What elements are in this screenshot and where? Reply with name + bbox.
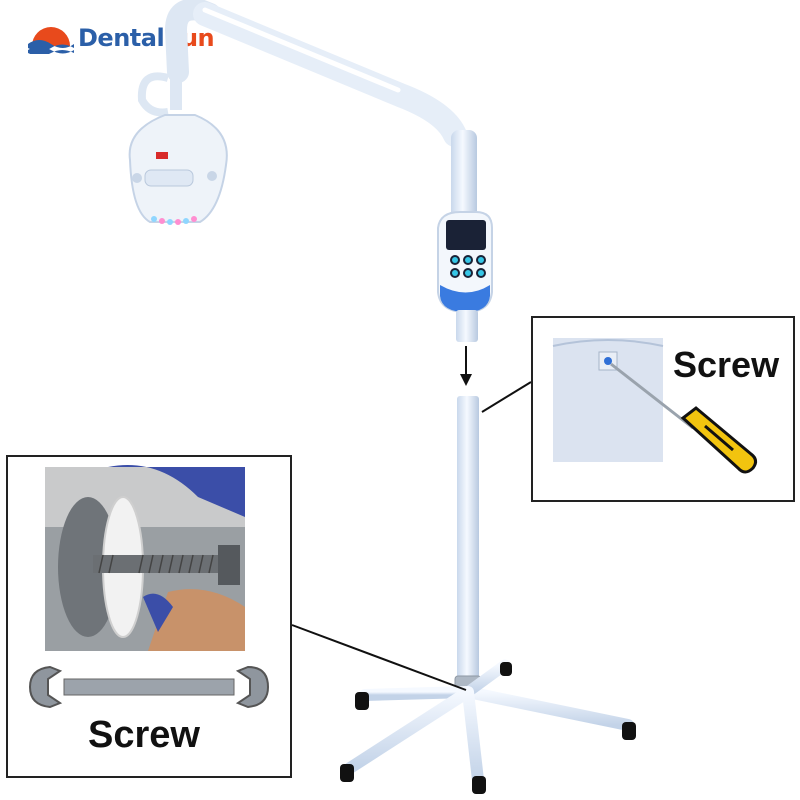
wave-sun-logo-icon [28,27,74,54]
screw-head [604,357,612,365]
lamp-head-label-plate [144,169,194,187]
screwdriver-icon [610,362,758,474]
lamp-neck [451,130,477,220]
hex-nut [218,545,240,585]
lamp-arm [193,2,467,147]
callout-pole-screw: Screw [531,316,795,502]
threaded-bolt [93,555,233,573]
connector-line-bottom [291,624,467,691]
base-casters [340,662,636,794]
lamp-pole [457,396,479,686]
callout-base-screw: Screw [6,455,292,778]
brand-name-dental: Dental [78,24,165,52]
lamp-head-indicator [156,152,168,159]
screw-label: Screw [673,344,780,385]
screw-label-2: Screw [88,714,200,756]
control-display-screen [446,220,486,250]
control-unit [437,211,493,342]
lamp-led-array [151,216,197,225]
brand-logo: DentalSun [28,22,228,56]
rolling-base [344,659,634,786]
wrench-icon [28,665,270,709]
assembly-arrow [460,346,472,386]
callout-base-screw-illustration [28,465,270,709]
connector-line-top [481,381,532,413]
gloved-hand [108,465,245,517]
callout-pole-screw-illustration [552,338,758,474]
brand-name: DentalSun [78,24,215,52]
control-buttons [450,255,486,278]
lamp-head [128,114,228,223]
